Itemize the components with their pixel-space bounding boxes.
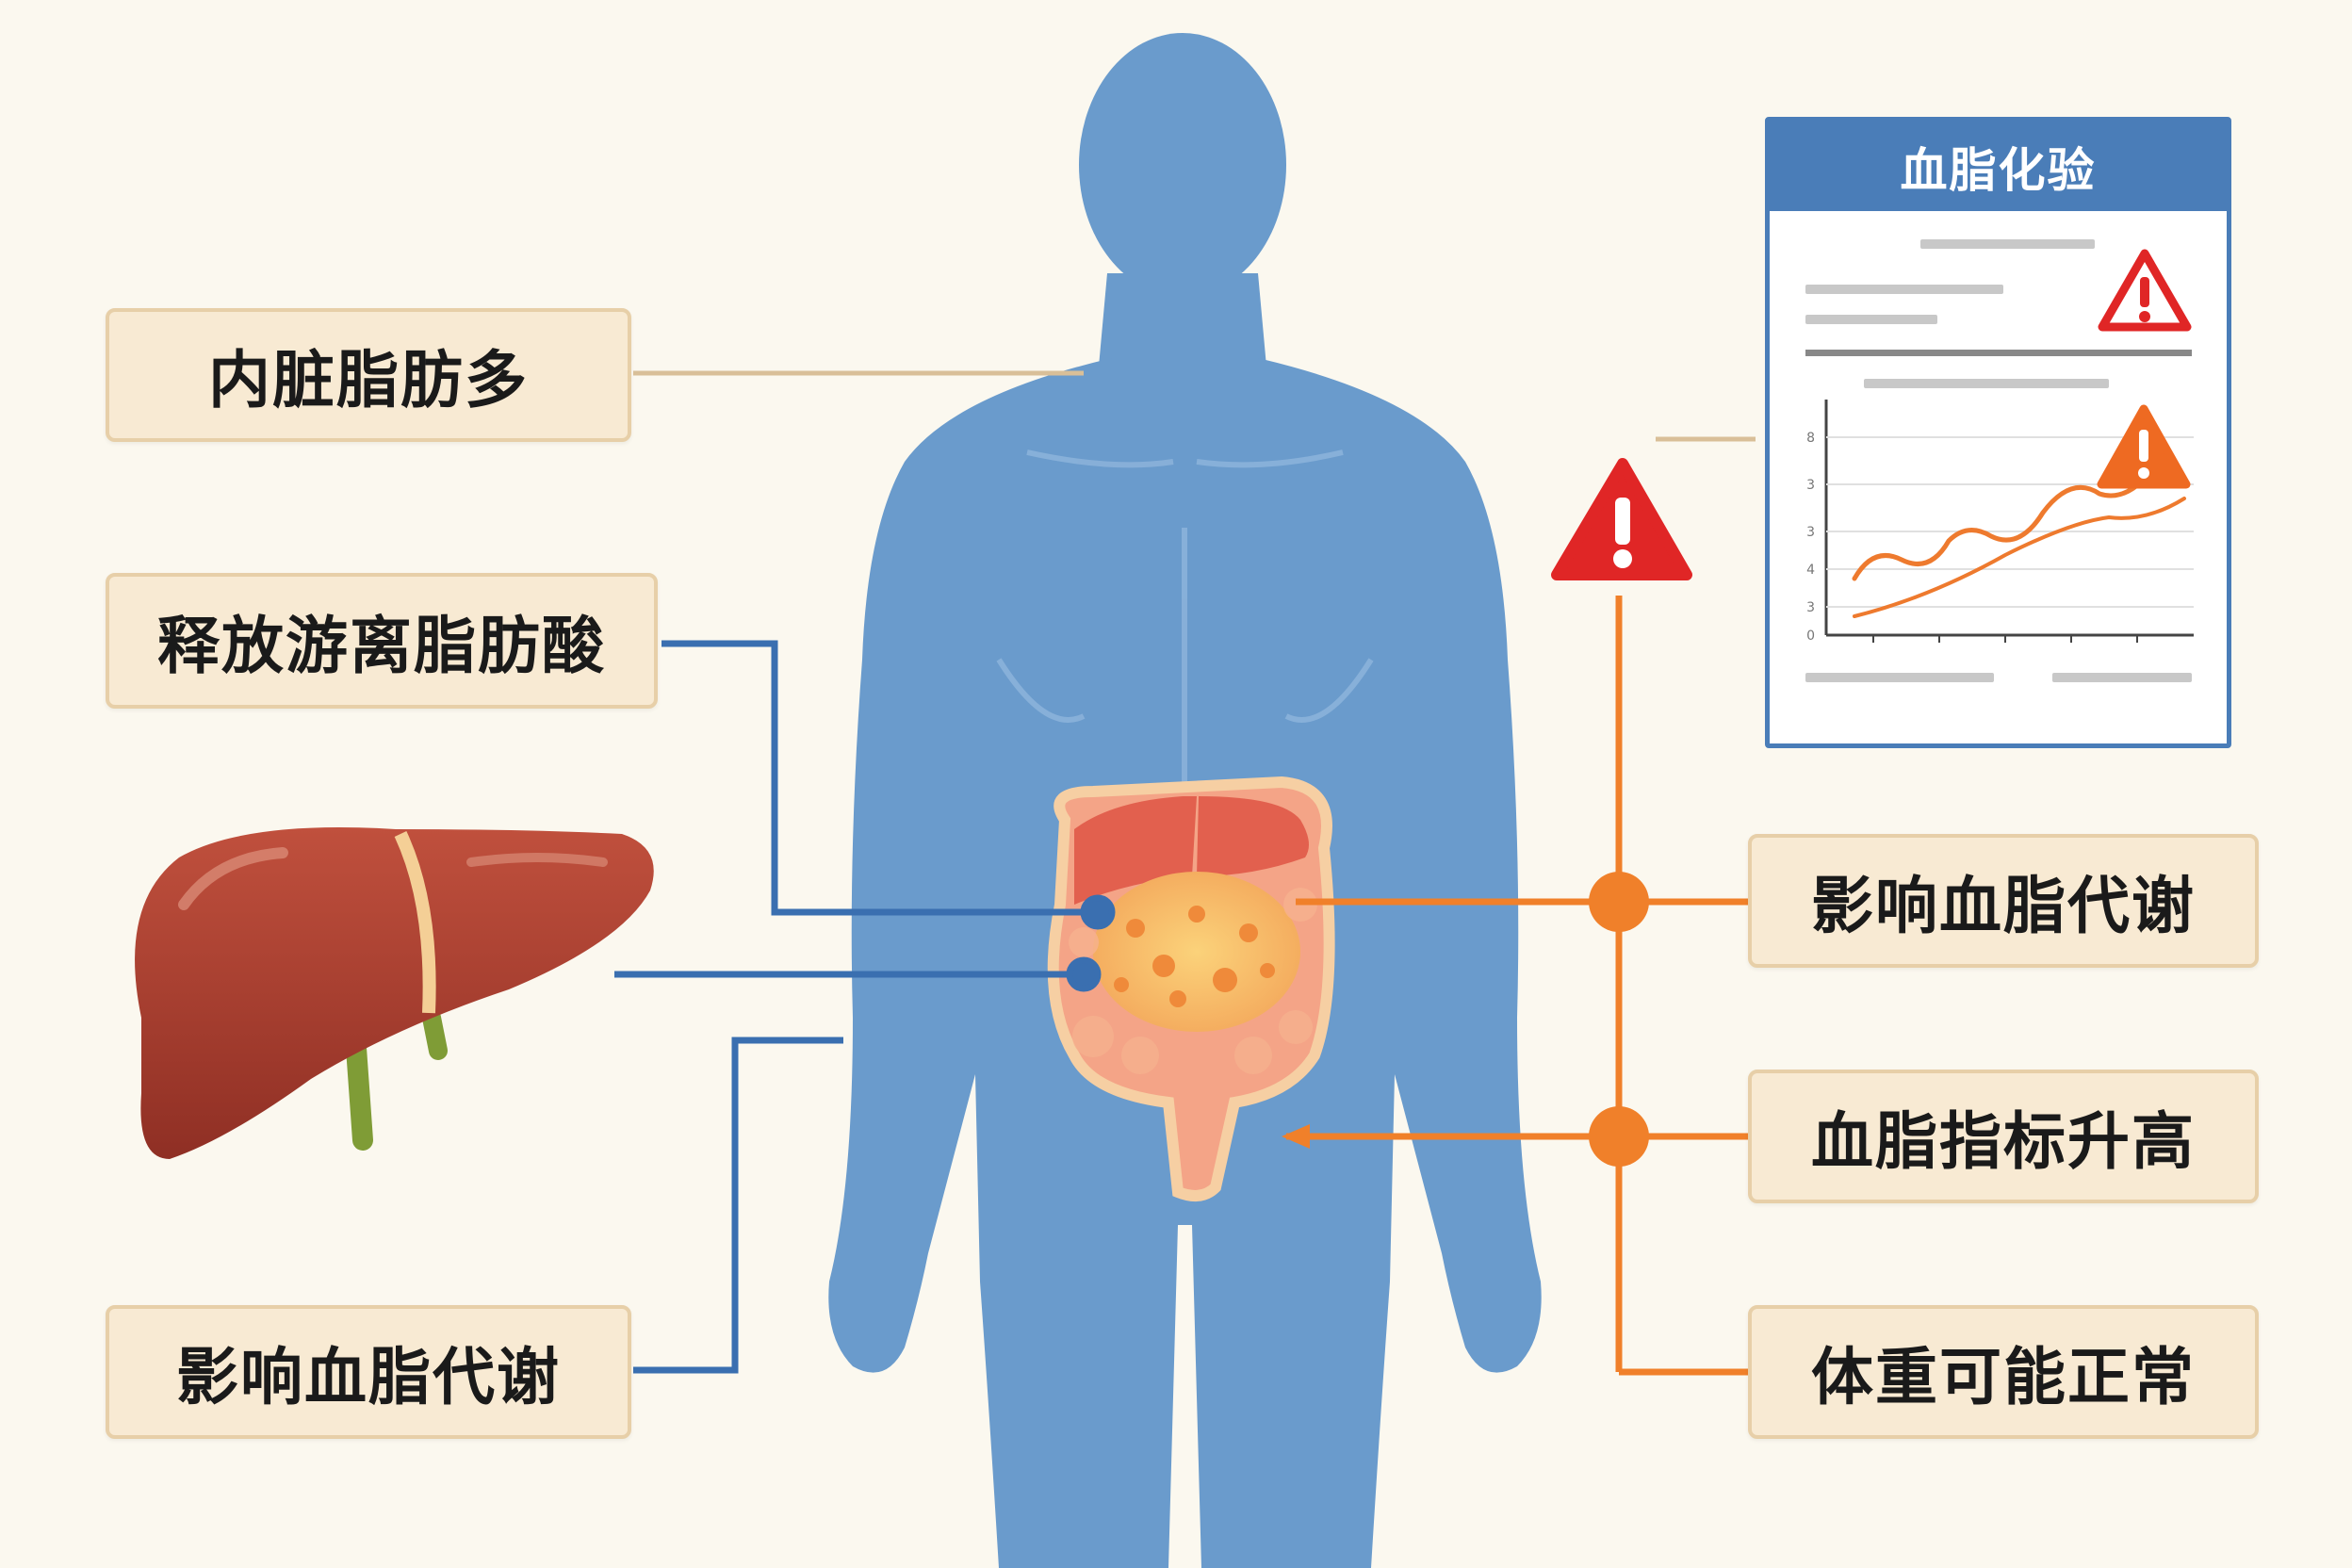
warning-triangle-icon — [1551, 458, 1692, 580]
label-lipid-elevated: 血脂指标升高 — [1748, 1070, 2259, 1203]
report-text-lines — [1805, 239, 2192, 682]
lipid-lab-report: 血脂化验 — [1765, 117, 2231, 748]
visceral-fat-icon — [1047, 776, 1335, 1201]
tick-label: 3 — [1806, 600, 1815, 615]
tick-label: 3 — [1806, 525, 1815, 540]
tick-label: 3 — [1806, 478, 1815, 493]
report-warning-red-icon — [2098, 249, 2192, 332]
connector-blue-ffa — [662, 640, 1116, 930]
report-warning-orange-icon — [2097, 404, 2191, 489]
connector-blue-liver — [614, 956, 1102, 992]
tick-label: 4 — [1806, 563, 1815, 578]
report-title: 血脂化验 — [1770, 122, 2227, 211]
tick-label: 8 — [1806, 431, 1815, 446]
liver-icon — [135, 827, 654, 1159]
report-body: 8 3 3 4 3 0 — [1805, 239, 2194, 682]
chart-line-upper — [1852, 463, 2159, 581]
label-weight-normal: 体重可能正常 — [1748, 1305, 2259, 1439]
label-release-ffa: 释放游离脂肪酸 — [106, 573, 658, 709]
connector-orange — [1282, 596, 1748, 1376]
label-affect-lipid-left: 影响血脂代谢 — [106, 1305, 631, 1439]
label-affect-lipid-right: 影响血脂代谢 — [1748, 834, 2259, 968]
label-visceral-fat: 内脏脂肪多 — [106, 308, 631, 442]
body-contour-lines — [996, 449, 1374, 810]
report-chart: 8 3 3 4 3 0 — [1806, 400, 2194, 644]
connector-blue-lower — [633, 1037, 843, 1374]
tick-label: 0 — [1806, 629, 1815, 644]
chart-line-lower — [1853, 497, 2186, 618]
